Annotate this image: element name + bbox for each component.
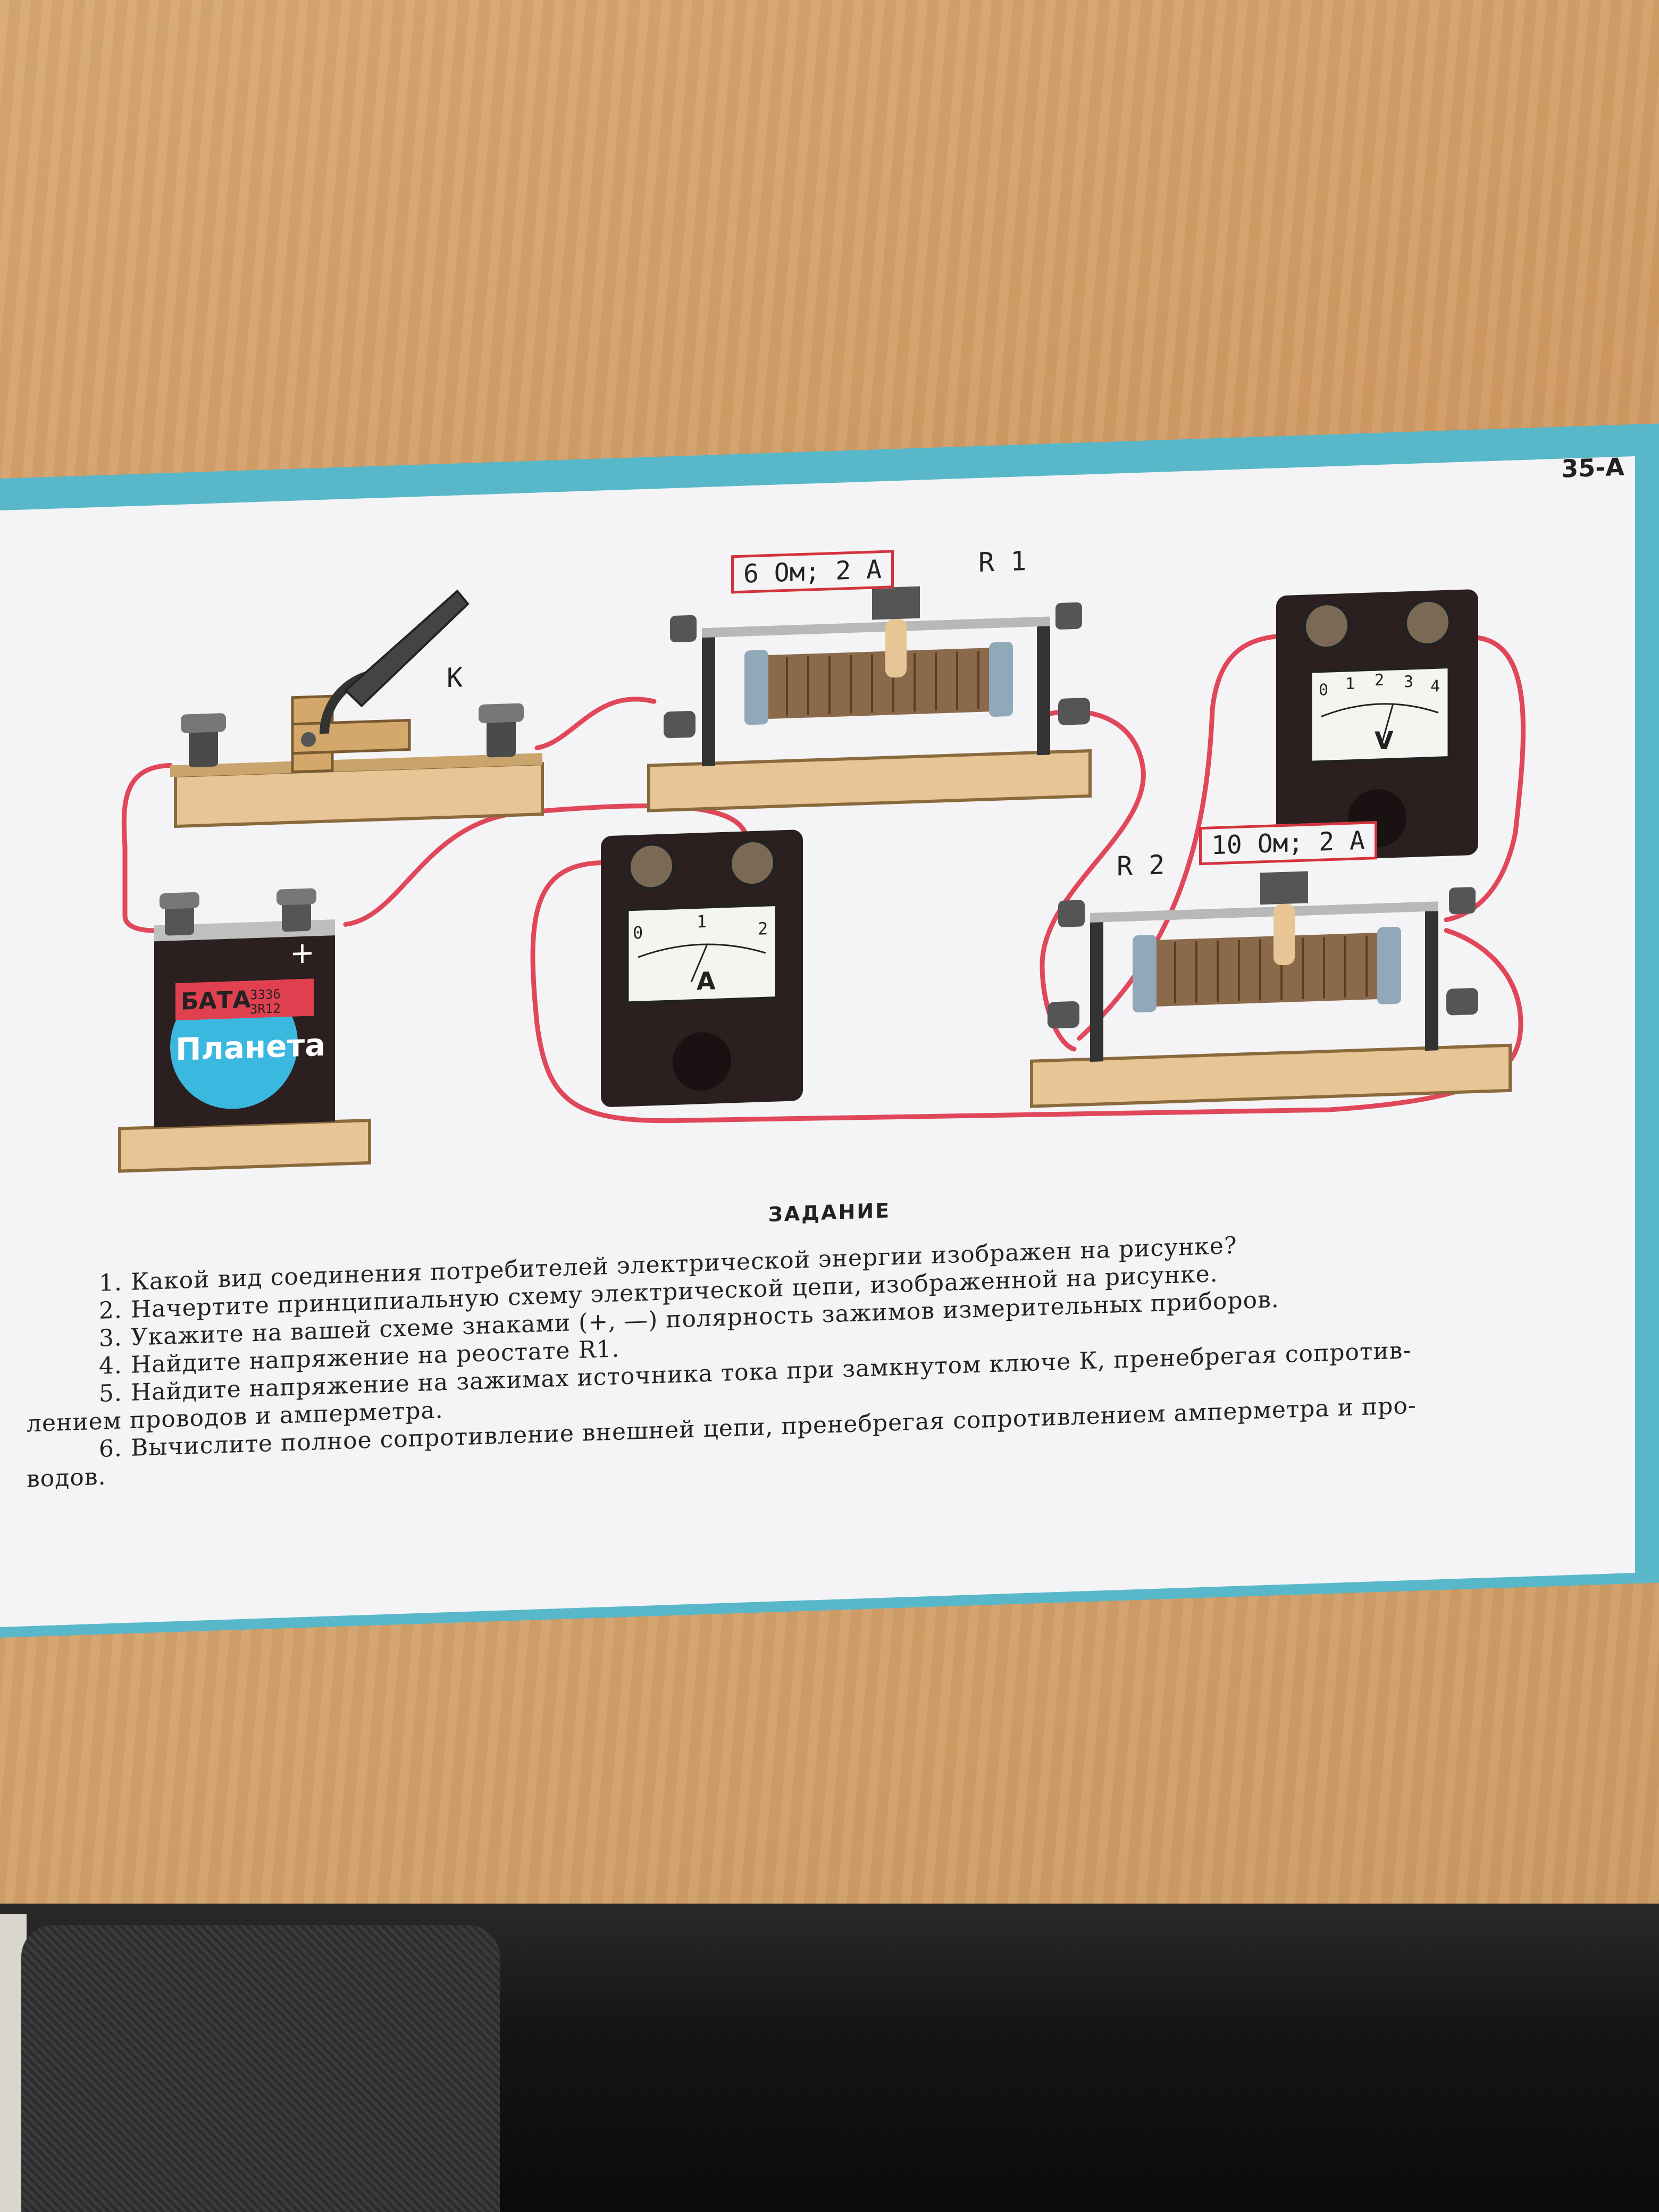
wire-switch-r1: [534, 697, 657, 750]
task-section: ЗАДАНИЕ 1.Какой вид соединения потребите…: [27, 1176, 1579, 1493]
ammeter-unit: А: [697, 966, 716, 995]
voltmeter-tick-3: 3: [1404, 673, 1413, 692]
r1-name-label: R 1: [978, 545, 1027, 578]
item-number: 4.: [99, 1352, 122, 1380]
item-number: 2.: [99, 1296, 122, 1325]
battery: [118, 888, 371, 1173]
ammeter-tick-0: 0: [633, 923, 643, 943]
item-number: 1.: [99, 1269, 122, 1297]
item-text: водов.: [27, 1463, 106, 1493]
wire-voltmeter-r2-right: [1444, 634, 1526, 923]
voltmeter-tick-0: 0: [1319, 681, 1328, 700]
battery-brand-top: БАТА: [181, 986, 251, 1015]
voltmeter-tick-1: 1: [1345, 674, 1355, 693]
rheostat-r2: [1030, 871, 1512, 1108]
battery-plus-sign: +: [290, 935, 315, 971]
switch-label: К: [447, 662, 463, 693]
wire-switch-battery: [121, 763, 173, 933]
ammeter-tick-2: 2: [758, 918, 768, 939]
terminal-screw: [181, 713, 226, 767]
circuit-figure: К: [118, 586, 1526, 1173]
r2-name-label: R 2: [1117, 849, 1165, 882]
battery-brand: Планета: [175, 1027, 325, 1068]
voltmeter-unit: V: [1375, 726, 1394, 755]
voltmeter: [1276, 589, 1478, 861]
knife-switch: [170, 589, 544, 828]
bag-fabric: [21, 1925, 500, 2212]
battery-code-2: 3R12: [250, 1001, 281, 1017]
terminal-screw: [479, 703, 524, 758]
voltmeter-tick-2: 2: [1375, 671, 1384, 690]
item-number: 3.: [99, 1324, 122, 1352]
item-number: 5.: [99, 1379, 122, 1407]
wire-r1-r2: [1040, 709, 1146, 1052]
item-number: 6.: [99, 1435, 122, 1463]
ammeter: [601, 830, 803, 1107]
battery-code-1: 3336: [250, 986, 281, 1002]
rheostat-r1: [647, 586, 1092, 812]
wire-ammeter-r2: [530, 860, 1523, 1124]
r1-rating-label: 6 Ом; 2 А: [731, 550, 894, 594]
ammeter-tick-1: 1: [697, 911, 707, 932]
task-list: 1.Какой вид соединения потребителей элек…: [27, 1220, 1579, 1493]
voltmeter-tick-4: 4: [1430, 677, 1440, 696]
worksheet-card: 35-А: [0, 453, 1635, 1628]
r2-rating-label: 10 Ом; 2 А: [1199, 821, 1377, 866]
